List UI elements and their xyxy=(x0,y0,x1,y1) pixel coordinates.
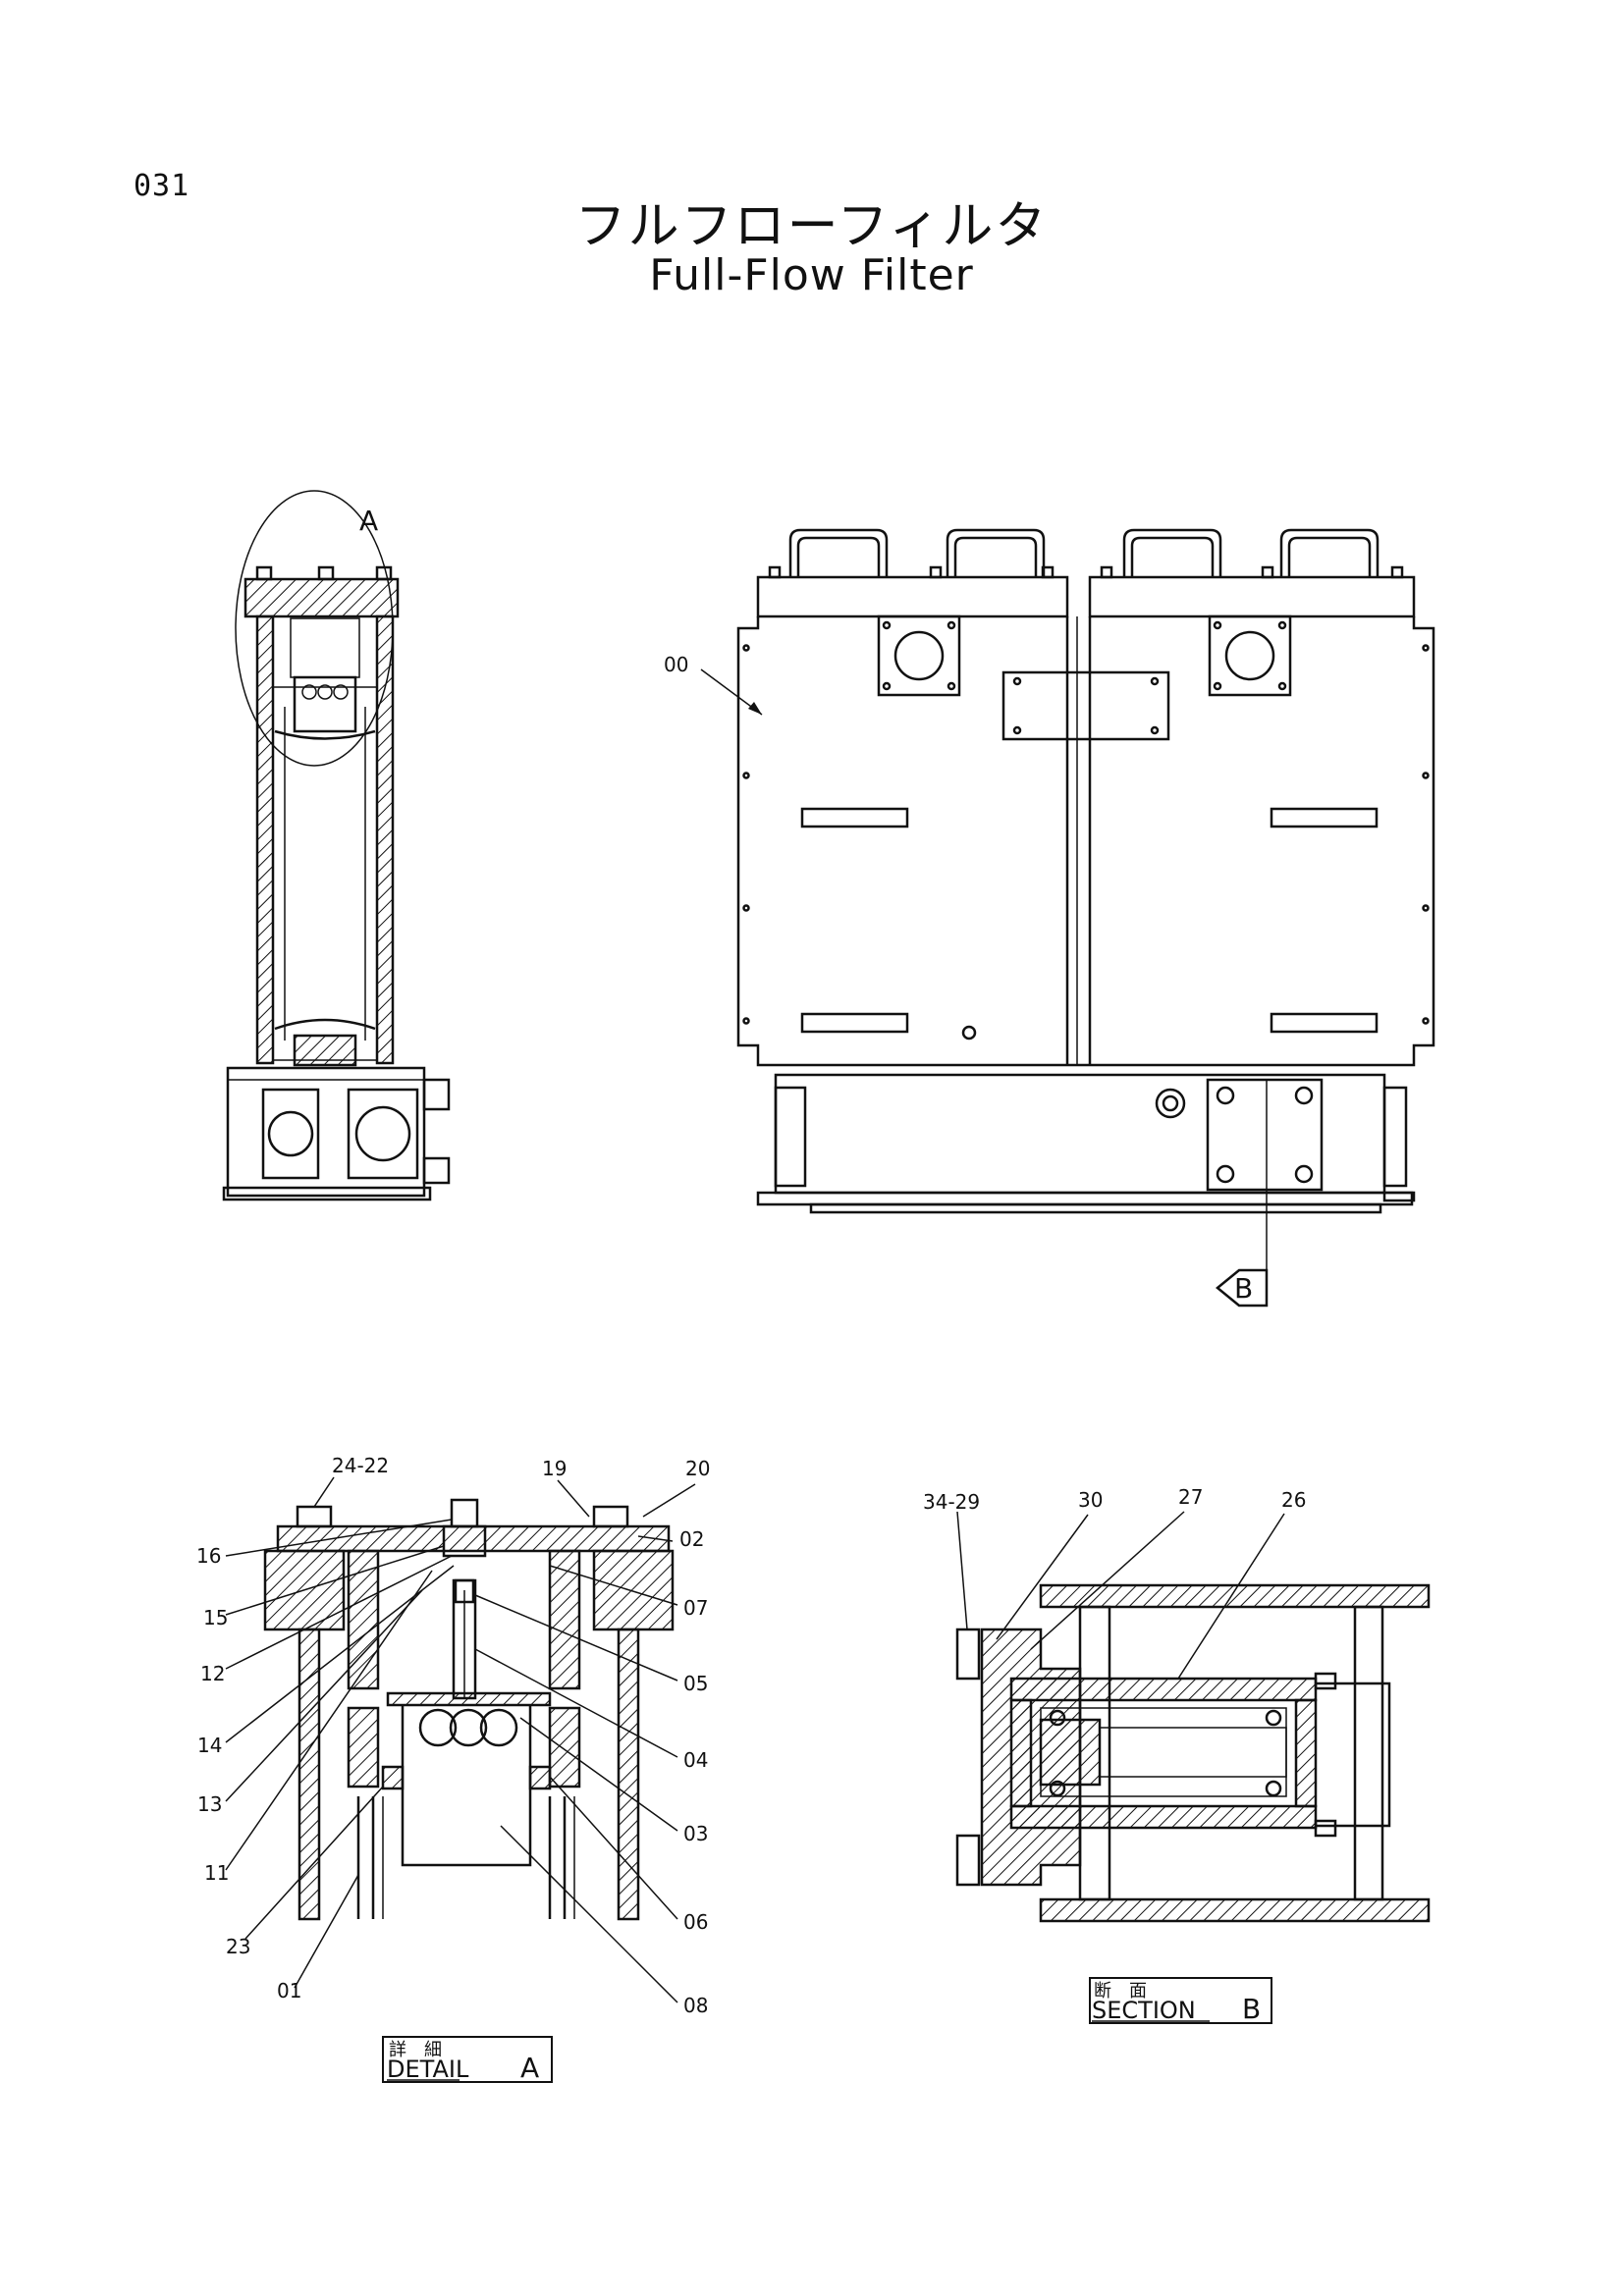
detail-a-label-03: 03 xyxy=(683,1822,708,1845)
detail-a-label-12: 12 xyxy=(200,1662,225,1685)
section-b-label-30: 30 xyxy=(1078,1488,1103,1512)
detail-marker-a: A xyxy=(359,505,378,537)
detail-a-label-02: 02 xyxy=(679,1527,704,1551)
detail-a-label-08: 08 xyxy=(683,1994,708,2017)
section-arrow-b xyxy=(1216,1268,1269,1308)
detail-a-label-06: 06 xyxy=(683,1910,708,1934)
detail-a-label-14: 14 xyxy=(197,1734,222,1757)
detail-a-caption-en: DETAIL xyxy=(387,2056,469,2083)
detail-a-label-07: 07 xyxy=(683,1596,708,1620)
section-marker-b: B xyxy=(1234,1272,1253,1305)
section-b-caption-en: SECTION xyxy=(1092,1997,1196,2024)
section-b-label-26: 26 xyxy=(1281,1488,1306,1512)
front-view: B 00 xyxy=(664,528,1435,1308)
title-japanese: フルフローフィルタ xyxy=(574,197,1049,256)
detail-a-label-16: 16 xyxy=(196,1544,221,1568)
section-b-view: 34-29 30 27 26 断 面 SECTION B xyxy=(923,1485,1431,2025)
section-b-label-27: 27 xyxy=(1178,1485,1203,1509)
detail-a-label-20: 20 xyxy=(685,1457,710,1480)
detail-a-label-19: 19 xyxy=(542,1457,567,1480)
detail-a-label-05: 05 xyxy=(683,1672,708,1695)
detail-a-caption-letter: A xyxy=(520,2052,539,2084)
page-number: 031 xyxy=(134,169,190,203)
detail-a-label-23: 23 xyxy=(226,1935,250,1958)
detail-a-label-13: 13 xyxy=(197,1792,222,1816)
detail-a-caption-jp: 詳 細 xyxy=(389,2040,442,2060)
section-b-caption-box xyxy=(1089,1977,1272,2024)
detail-a-label-04: 04 xyxy=(683,1748,708,1772)
detail-a-label-24-22: 24-22 xyxy=(332,1454,389,1477)
detail-a-label-15: 15 xyxy=(203,1606,228,1629)
title-english: Full-Flow Filter xyxy=(649,250,974,300)
part-label-00: 00 xyxy=(664,653,688,676)
section-b-caption-letter: B xyxy=(1242,1993,1261,2025)
side-view: A xyxy=(222,490,451,1201)
detail-a-label-11: 11 xyxy=(204,1861,229,1885)
detail-a-caption-box xyxy=(382,2036,553,2083)
detail-a-view: 24-22 19 20 02 16 15 07 12 05 14 04 13 0… xyxy=(196,1454,710,2084)
section-b-caption-jp: 断 面 xyxy=(1094,1981,1147,2002)
detail-a-label-01: 01 xyxy=(277,1979,301,2002)
section-b-label-34-29: 34-29 xyxy=(923,1490,980,1514)
